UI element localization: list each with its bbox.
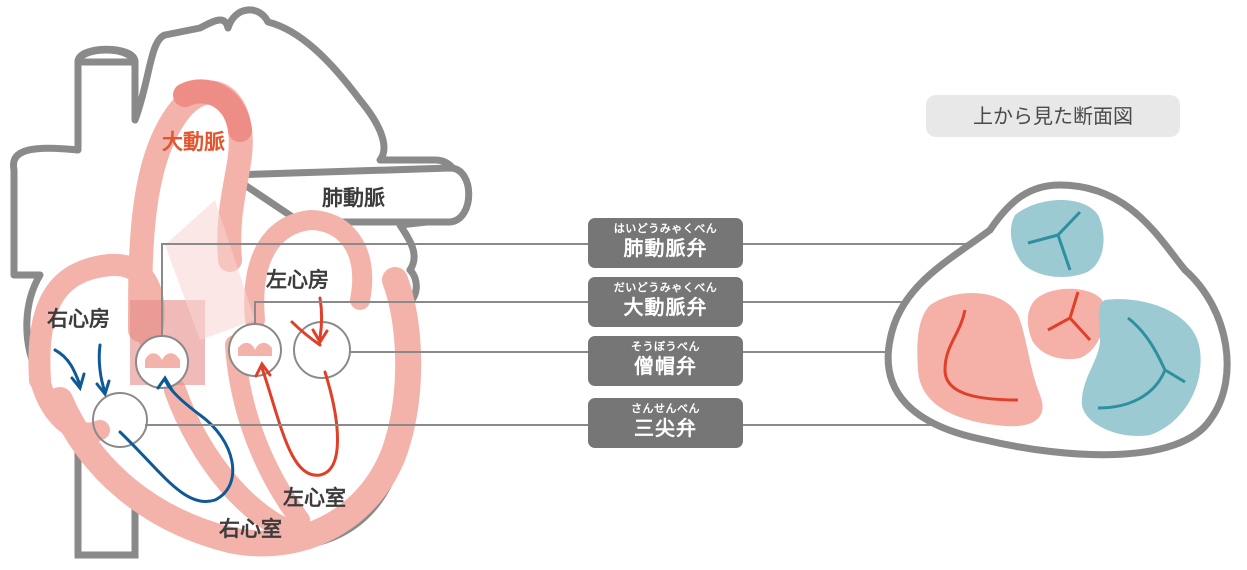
valve-name: 肺動脈弁: [623, 236, 708, 260]
valve-ruby: だいどうみゃくべん: [613, 281, 718, 294]
red-flow-3: [260, 366, 339, 477]
valve-ruby: さんせんべん: [631, 402, 700, 415]
valve-box-aortic: だいどうみゃくべん 大動脈弁: [588, 277, 743, 327]
aorta-arch-highlight: [173, 79, 252, 142]
cross-section-pulmonary-valve: [1010, 200, 1104, 277]
connector-aortic: [254, 301, 588, 324]
connector-pulmonary: [161, 243, 588, 336]
cross-section-tricuspid-valve: [1081, 299, 1201, 436]
label-pulmonary-artery: 肺動脈: [322, 186, 385, 210]
label-left-atrium: 左心房: [266, 268, 329, 292]
flow-arrows: [53, 296, 339, 503]
label-left-ventricle: 左心室: [283, 486, 346, 510]
blue-flow-2: [97, 343, 107, 394]
valve-name: 僧帽弁: [634, 354, 697, 378]
cross-section-aortic-valve: [1027, 288, 1105, 360]
valve-leaflets: [145, 342, 272, 368]
blue-flow-1: [53, 348, 82, 387]
valve-name: 大動脈弁: [623, 295, 708, 319]
valve-box-tricuspid: さんせんべん 三尖弁: [588, 398, 743, 448]
aorta-translucent: [165, 200, 255, 340]
valve-box-mitral: そうぼうべん 僧帽弁: [588, 336, 743, 386]
label-right-ventricle: 右心室: [219, 517, 282, 541]
label-right-atrium: 右心房: [47, 307, 110, 331]
valve-ruby: そうぼうべん: [631, 340, 700, 353]
red-flow-2: [290, 320, 322, 347]
label-aorta: 大動脈: [162, 130, 225, 154]
pulmonary-artery-tube: [226, 164, 473, 226]
tricuspid-valve-circle: [92, 392, 148, 448]
valve-name: 三尖弁: [634, 416, 697, 440]
red-flow-1: [318, 296, 323, 340]
cross-section-mitral-valve: [917, 293, 1043, 427]
cross-section-title: 上から見た断面図: [926, 95, 1180, 137]
valve-ruby: はいどうみゃくべん: [613, 222, 718, 235]
blue-flow-3: [118, 378, 235, 503]
valve-box-pulmonary: はいどうみゃくべん 肺動脈弁: [588, 218, 743, 268]
